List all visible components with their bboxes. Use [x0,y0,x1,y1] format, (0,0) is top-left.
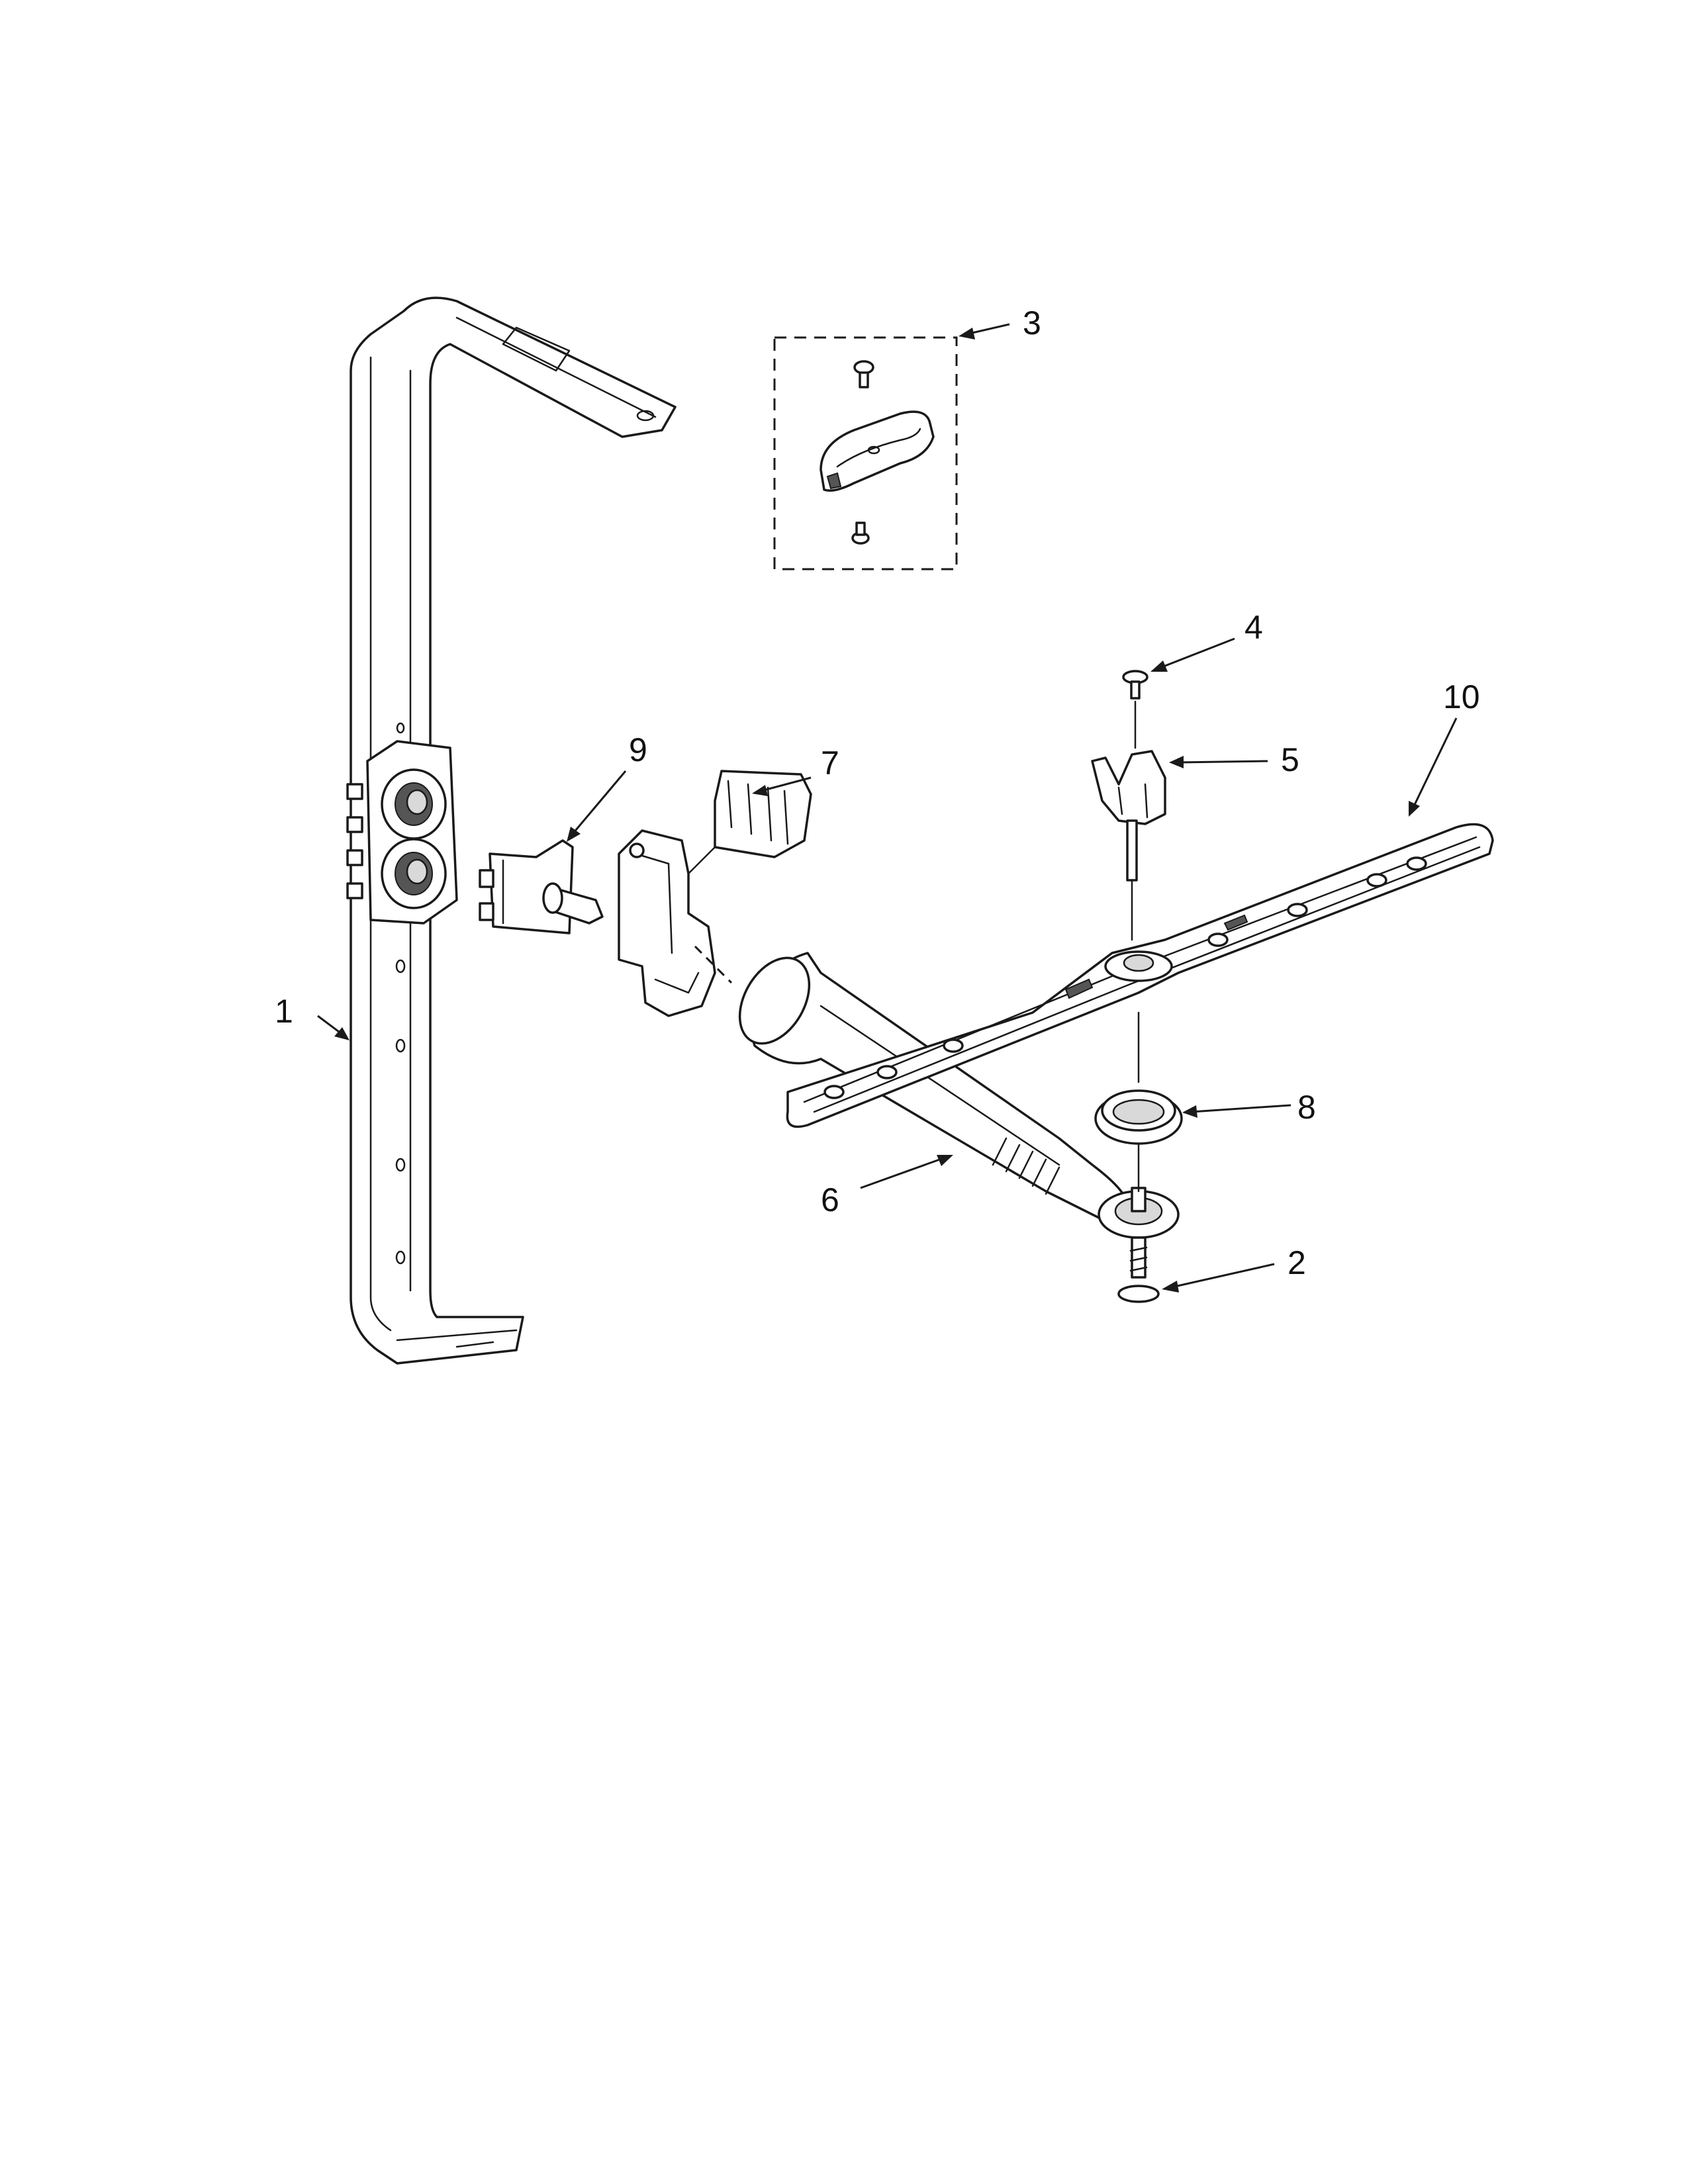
part-1-supply-tube [346,296,677,1365]
callout-9: 9 [567,731,647,842]
part-5-mount [1091,750,1166,941]
callout-9-label: 9 [629,731,647,768]
callout-10-label: 10 [1443,678,1480,715]
callout-7-label: 7 [821,745,839,782]
callout-10: 10 [1409,678,1480,817]
part-10-spray-arm [786,823,1494,1128]
callout-5-label: 5 [1281,741,1299,778]
callout-1: 1 [275,993,350,1040]
callout-7: 7 [752,745,839,796]
centerline [694,945,733,984]
part-2-screw [1117,1236,1160,1303]
callout-3-label: 3 [1023,304,1041,341]
callout-6-label: 6 [821,1181,839,1218]
callout-2-label: 2 [1288,1244,1306,1281]
callout-1-label: 1 [275,993,293,1030]
callout-8-label: 8 [1297,1089,1316,1126]
callout-2: 2 [1162,1244,1306,1293]
callout-6: 6 [821,1155,953,1218]
callout-5: 5 [1169,741,1299,778]
callout-4-label: 4 [1244,609,1263,646]
part-3-deflector-kit [773,336,958,570]
part-4-screw [1122,670,1149,749]
callout-4: 4 [1150,609,1263,672]
callout-3: 3 [959,304,1041,341]
part-6-feed-tube [738,952,1180,1239]
part-8-bearing [1094,1011,1183,1193]
part-7-clip [618,770,812,1017]
part-9-bracket [479,839,604,934]
callout-8: 8 [1182,1089,1316,1126]
